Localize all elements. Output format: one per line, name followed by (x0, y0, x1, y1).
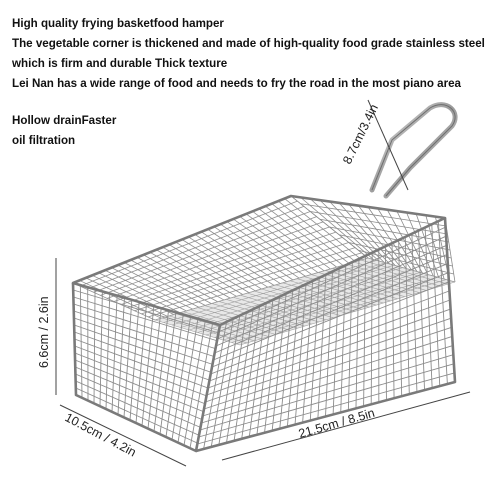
length-dimension-line (221, 391, 471, 461)
basket-frame (71, 194, 457, 453)
length-dimension-label: 21.5cm / 8.5in (297, 406, 376, 441)
left-end-mesh (72, 282, 221, 452)
description-line-3: which is firm and durable Thick texture (12, 57, 228, 70)
description-line-4: Lei Nan has a wide range of food and nee… (12, 77, 462, 90)
handle-dimension-line (367, 99, 409, 191)
width-dimension-line (59, 404, 187, 467)
description-line-1: High quality frying basketfood hamper (12, 17, 224, 30)
description-line-6: oil filtration (12, 134, 76, 147)
handle-dimension-label: 8.7cm/3.4in (340, 102, 381, 166)
frying-basket (71, 102, 458, 453)
dimension-lines (55, 99, 471, 467)
height-dimension-label: 6.6cm / 2.6in (37, 296, 51, 368)
basket-handle (369, 102, 458, 199)
description-line-2: The vegetable corner is thickened and ma… (12, 37, 485, 50)
product-description: High quality frying basketfood hamper Th… (12, 14, 492, 151)
description-line-5: Hollow drainFaster (12, 114, 117, 127)
